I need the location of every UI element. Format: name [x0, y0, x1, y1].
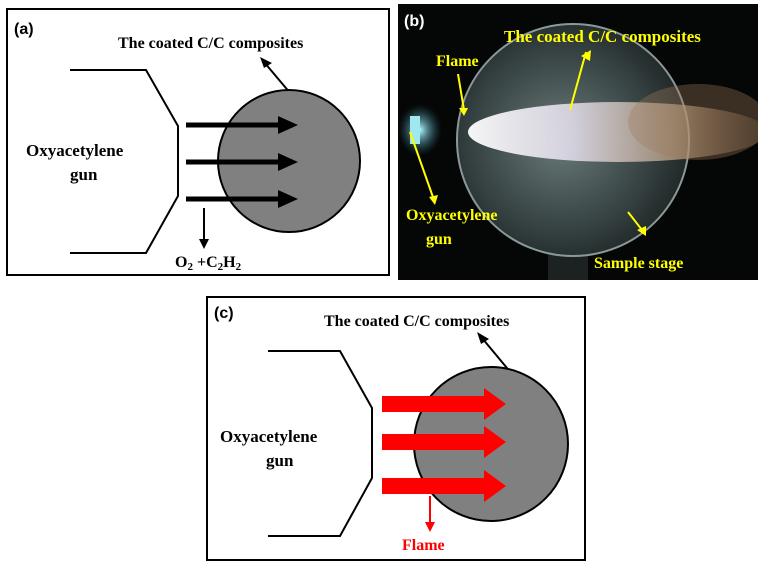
stage-label: Sample stage: [594, 255, 683, 272]
panel-a-gun-outline: [70, 69, 179, 254]
flame-label: Flame: [436, 53, 479, 70]
panel-b-gun-label-1: Oxyacetylene: [406, 207, 498, 224]
panel-c-gun-label-1: Oxyacetylene: [220, 427, 318, 446]
panel-b-gun-arrowhead: [429, 195, 438, 205]
panel-c-target-label: The coated C/C composites: [324, 313, 509, 330]
flame-plume: [468, 102, 758, 162]
panel-a-tag: (a): [14, 21, 34, 38]
panel-b-tag: (b): [404, 13, 424, 30]
torch-nozzle: [410, 116, 420, 144]
panel-b-target-leader: [569, 51, 587, 111]
panel-c-diagram: (c) The coated C/C composites Oxyacetyle…: [206, 296, 586, 561]
panel-c-flame-label: Flame: [402, 537, 445, 554]
panel-a-target-label: The coated C/C composites: [118, 35, 303, 52]
stage-arrowhead: [637, 226, 646, 236]
panel-c-target-arrowhead: [477, 332, 489, 344]
panel-a-gun-label-2: gun: [70, 165, 98, 184]
panel-c-gun-label-2: gun: [266, 451, 294, 470]
panel-a-diagram: (a) The coated C/C composites Oxyacetyle…: [6, 8, 390, 276]
panel-c-flame-arrowhead: [425, 522, 435, 532]
flame-leader: [457, 73, 465, 111]
panel-a-flow-arrows: [186, 116, 298, 208]
panel-a-gas-arrowhead: [199, 239, 209, 249]
panel-a-gas-label: O2 +C2H2: [175, 254, 242, 273]
panel-b: (b) Flame The coated C/C composites Oxya…: [398, 4, 758, 280]
panel-c-tag: (c): [214, 305, 234, 322]
flame-arrowhead: [459, 108, 468, 116]
panel-c: (c) The coated C/C composites Oxyacetyle…: [206, 296, 586, 561]
panel-a-gun-label-1: Oxyacetylene: [26, 141, 124, 160]
panel-b-target-label: The coated C/C composites: [504, 27, 701, 46]
panel-a-target-arrowhead: [260, 57, 272, 68]
panel-c-flame-arrows: [382, 388, 506, 502]
panel-b-gun-leader: [409, 131, 435, 201]
panel-b-photo: (b) Flame The coated C/C composites Oxya…: [398, 4, 758, 280]
panel-b-target-arrowhead: [581, 50, 591, 61]
panel-c-gun-outline: [268, 350, 373, 537]
flame-plume-tail: [628, 84, 758, 160]
panel-a: (a) The coated C/C composites Oxyacetyle…: [6, 8, 390, 276]
stage-leader: [627, 211, 643, 231]
panel-b-gun-label-2: gun: [426, 231, 452, 248]
